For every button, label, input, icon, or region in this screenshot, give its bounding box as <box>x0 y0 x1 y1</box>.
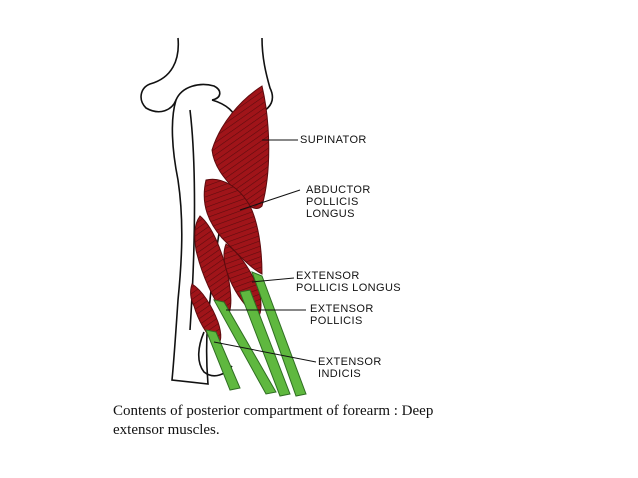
label-epl-line-1: EXTENSOR <box>296 270 360 282</box>
label-supinator: SUPINATOR <box>300 134 367 146</box>
label-ei-line-1: EXTENSOR <box>318 356 382 368</box>
label-ep-line-1: EXTENSOR <box>310 303 374 315</box>
leader-abductor <box>239 189 301 211</box>
abductor-pollicis-longus-muscle <box>203 178 263 275</box>
label-ei-line-2: INDICIS <box>318 368 362 380</box>
leader-lines <box>213 139 317 363</box>
label-abductor-line-3: LONGUS <box>306 208 355 220</box>
figure-caption: Contents of posterior compartment of for… <box>113 402 573 440</box>
label-abductor-line-1: ABDUCTOR <box>306 184 371 196</box>
label-epl-line-2: POLLICIS LONGUS <box>296 282 402 294</box>
leader-ei <box>213 341 317 363</box>
tendon-ei <box>205 329 241 391</box>
leader-epl <box>251 277 295 283</box>
tendons <box>205 271 307 397</box>
label-ep-line-2: POLLICIS <box>310 315 363 327</box>
label-abductor-line-2: POLLICIS <box>306 196 359 208</box>
caption-line-1: Contents of posterior compartment of for… <box>113 403 434 419</box>
caption-line-2: extensor muscles. <box>113 422 220 438</box>
tendon-apl <box>251 271 307 397</box>
tendon-epb <box>213 299 277 395</box>
humerus-outline <box>140 37 274 113</box>
tendon-epl <box>239 289 291 397</box>
